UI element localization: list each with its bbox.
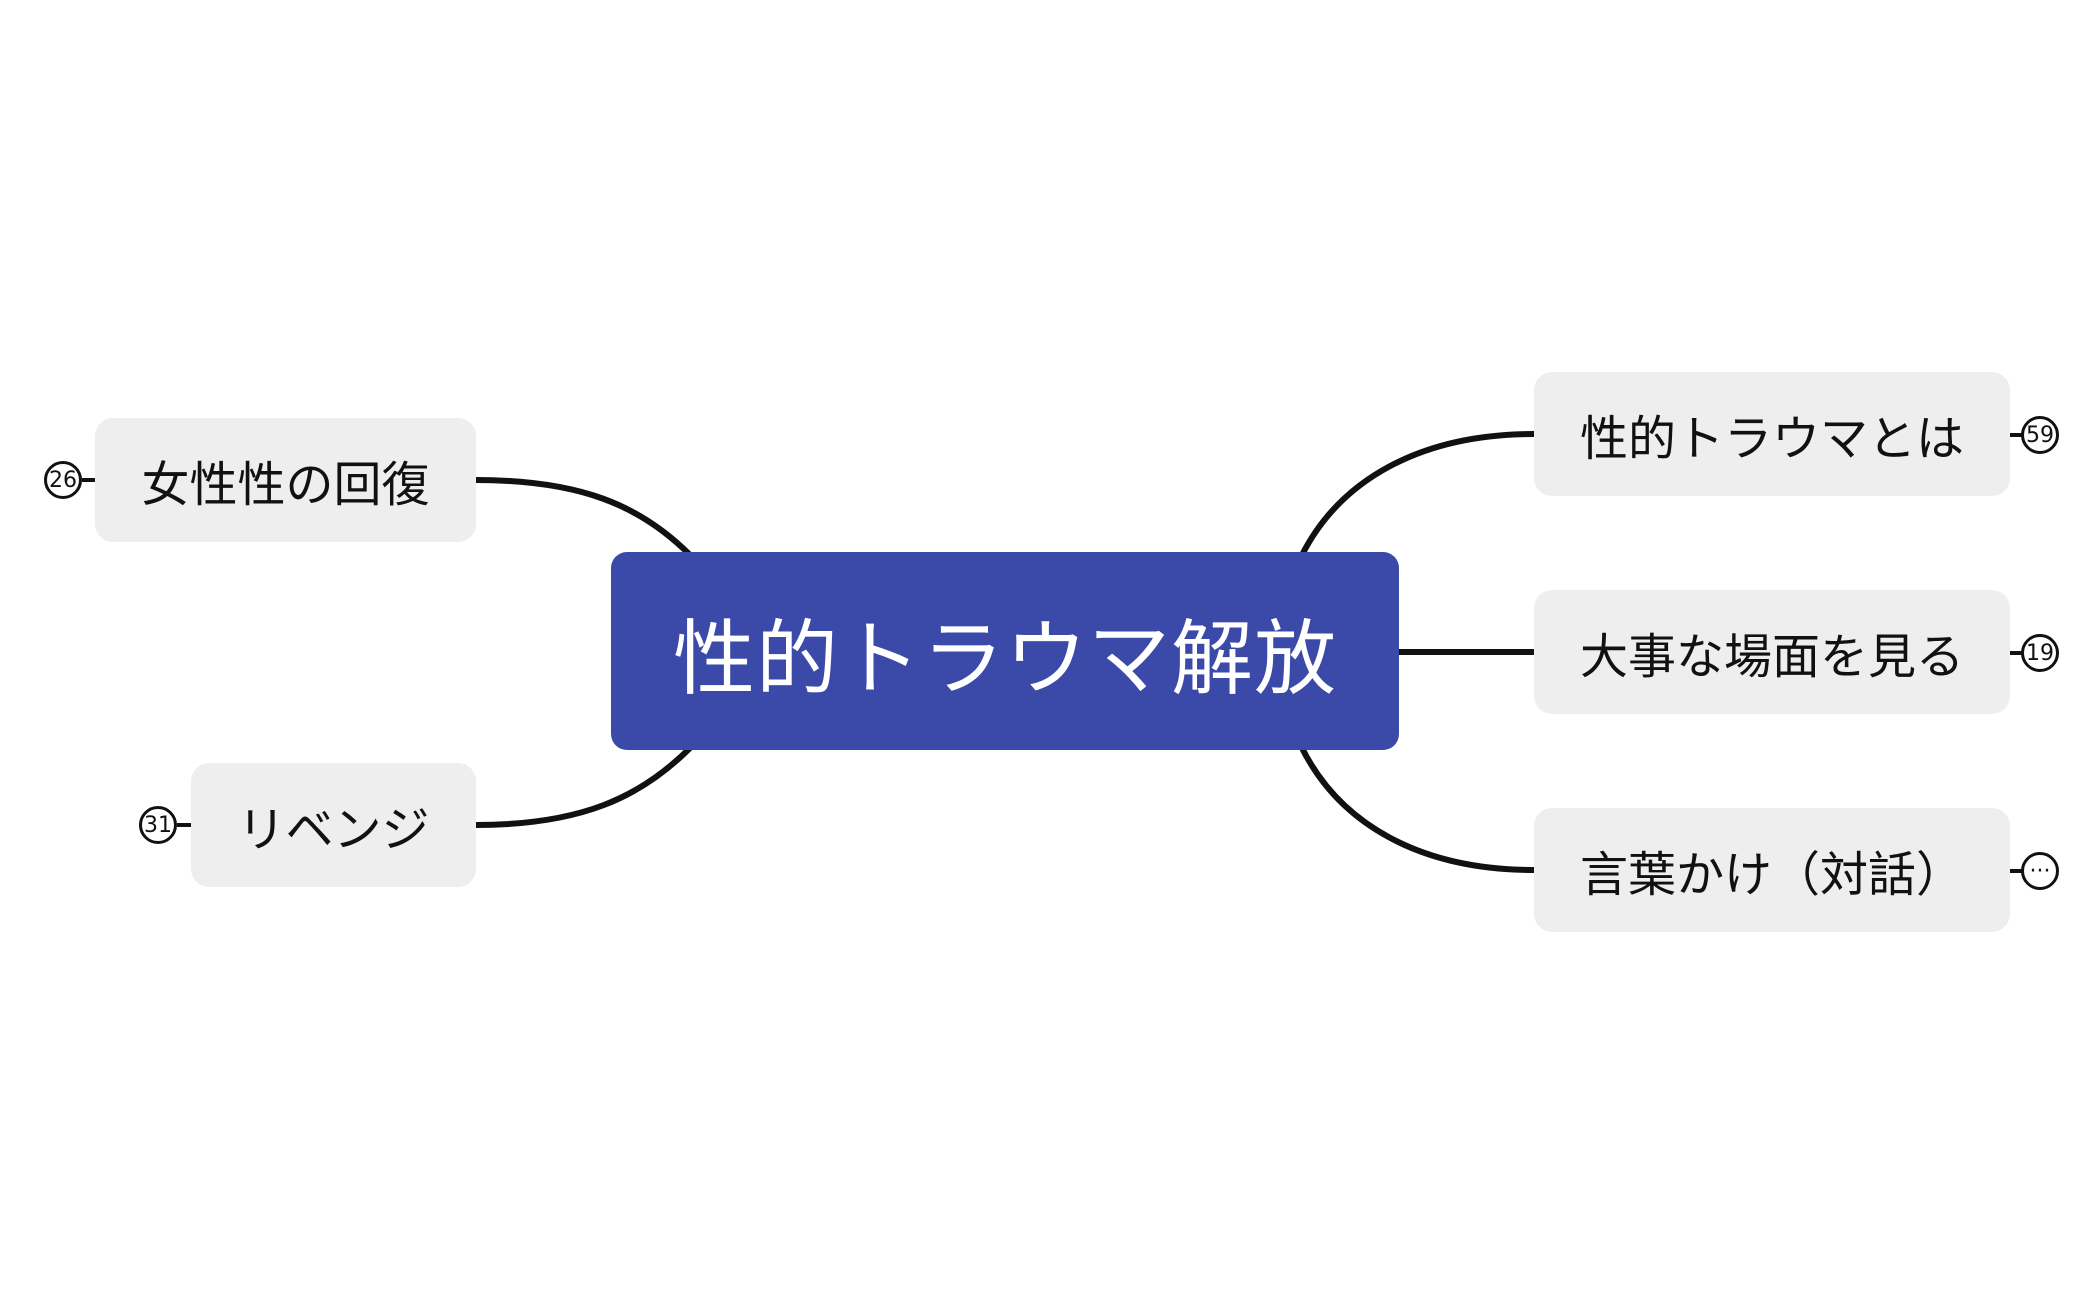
central-topic-label: 性的トラウマ解放 [672, 611, 1337, 707]
collapsed-more-badge[interactable]: ··· [2021, 852, 2059, 890]
topic-label: 言葉かけ（対話） [1579, 847, 1964, 903]
topic-label: 性的トラウマとは [1579, 411, 1964, 467]
topic-label: リベンジ [237, 802, 430, 858]
badge-count: ··· [2029, 858, 2051, 884]
topic-important-scenes[interactable]: 大事な場面を見る [1534, 590, 2010, 714]
central-topic[interactable]: 性的トラウマ解放 [611, 552, 1399, 750]
badge-count: 59 [2026, 422, 2054, 448]
topic-label: 大事な場面を見る [1579, 629, 1964, 685]
topic-label: 女性性の回復 [141, 457, 430, 513]
collapsed-count-badge[interactable]: 31 [139, 806, 177, 844]
connector-words [1299, 745, 1537, 873]
topic-verbal-dialogue[interactable]: 言葉かけ（対話） [1534, 808, 2010, 932]
connector-what-is [1299, 431, 1537, 558]
collapsed-count-badge[interactable]: 26 [44, 461, 82, 499]
topic-revenge[interactable]: リベンジ [191, 763, 476, 887]
badge-count: 31 [144, 812, 172, 838]
connector-revenge [473, 745, 693, 828]
connector-femininity [473, 477, 693, 558]
collapsed-count-badge[interactable]: 19 [2021, 634, 2059, 672]
topic-what-is-sexual-trauma[interactable]: 性的トラウマとは [1534, 372, 2010, 496]
badge-count: 26 [49, 467, 77, 493]
badge-count: 19 [2026, 640, 2054, 666]
collapsed-count-badge[interactable]: 59 [2021, 416, 2059, 454]
topic-femininity-recovery[interactable]: 女性性の回復 [95, 418, 476, 542]
